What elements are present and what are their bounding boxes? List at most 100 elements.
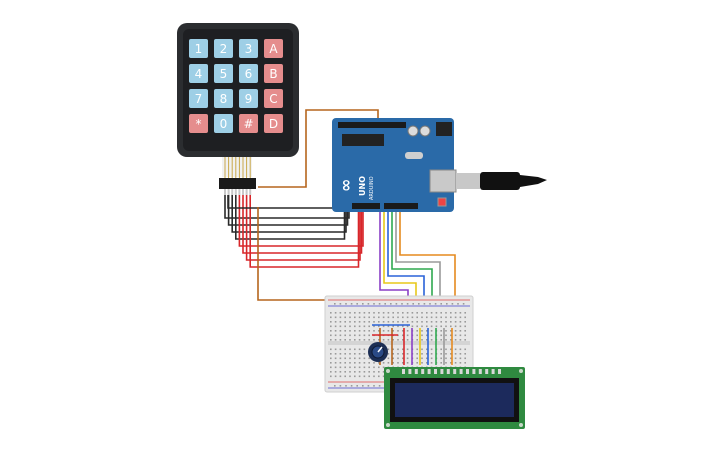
breadboard-hole	[354, 366, 356, 369]
breadboard-hole	[363, 353, 366, 355]
breadboard-hole	[454, 348, 457, 351]
wire-keypad-ground[interactable]	[227, 195, 338, 209]
wire-keypad-2[interactable]	[227, 195, 349, 226]
breadboard-hole	[459, 334, 462, 337]
breadboard-hole	[358, 371, 361, 373]
wire-brown-breadboard[interactable]	[257, 207, 330, 301]
breadboard-hole	[363, 330, 366, 332]
breadboard-hole	[354, 371, 356, 373]
connector-pin	[238, 189, 241, 195]
usb-cable[interactable]	[456, 172, 547, 190]
breadboard-hole	[454, 334, 457, 337]
breadboard-hole	[411, 325, 414, 328]
breadboard-hole	[344, 316, 346, 319]
breadboard-hole	[402, 330, 404, 332]
breadboard-hole	[334, 375, 337, 378]
breadboard-hole	[411, 312, 414, 314]
breadboard-hole	[430, 312, 433, 314]
wire-keypad-3[interactable]	[231, 195, 347, 233]
keypad-key[interactable]: 6	[239, 64, 258, 83]
wire-keypad-4[interactable]	[235, 195, 346, 240]
breadboard-hole	[382, 316, 385, 319]
keypad-key[interactable]: 4	[189, 64, 208, 83]
mount-hole	[519, 423, 523, 427]
usb-port-icon	[429, 169, 457, 193]
arduino-board	[332, 118, 454, 212]
breadboard-hole	[426, 325, 428, 328]
keypad-key-label: 2	[220, 42, 228, 56]
keypad-key-label: A	[269, 42, 278, 56]
keypad-key[interactable]: 2	[214, 39, 233, 58]
breadboard-hole	[339, 348, 342, 351]
breadboard-hole	[358, 348, 361, 351]
keypad-key[interactable]: 1	[189, 39, 208, 58]
potentiometer-indicator	[377, 346, 383, 353]
keypad-key[interactable]: 3	[239, 39, 258, 58]
wire-signal-4[interactable]	[391, 209, 433, 320]
keypad-key[interactable]: 8	[214, 89, 233, 108]
potentiometer[interactable]	[368, 342, 388, 362]
wire-brown-top[interactable]	[258, 109, 379, 188]
wire-keypad-5[interactable]	[238, 195, 364, 247]
breadboard-hole	[435, 321, 438, 323]
arduino-power-header	[352, 203, 380, 209]
breadboard-hole	[416, 362, 418, 364]
breadboard-hole	[339, 339, 342, 341]
breadboard-hole	[392, 339, 394, 341]
breadboard-hole	[368, 334, 370, 337]
wire-keypad-6[interactable]	[242, 195, 363, 254]
breadboard-hole	[344, 334, 346, 337]
rail-hole	[451, 303, 454, 305]
breadboard-hole	[330, 362, 332, 364]
wire-keypad-7[interactable]	[245, 195, 361, 261]
breadboard-hole	[363, 321, 366, 323]
keypad-key-face	[264, 114, 283, 133]
breadboard-hole	[416, 353, 418, 355]
breadboard-hole	[430, 321, 433, 323]
keypad-key[interactable]: C	[264, 89, 283, 108]
breadboard-hole	[330, 366, 332, 369]
lcd-pin	[485, 369, 489, 374]
usb-cable-tail	[520, 175, 547, 187]
keypad-key[interactable]: *	[189, 114, 208, 133]
lcd-pin	[427, 369, 431, 374]
breadboard-hole	[454, 312, 457, 314]
breadboard-hole	[459, 312, 462, 314]
keypad-key[interactable]: D	[264, 114, 283, 133]
breadboard-hole	[358, 357, 361, 360]
wire-signal-5[interactable]	[395, 209, 441, 320]
breadboard-hole	[397, 312, 399, 314]
keypad-key[interactable]: 9	[239, 89, 258, 108]
lcd-pin	[414, 369, 418, 374]
breadboard-hole	[416, 325, 418, 328]
keypad-key-label: 3	[245, 42, 253, 56]
breadboard-hole	[368, 339, 370, 341]
breadboard-hole	[421, 312, 423, 314]
breadboard-hole	[450, 312, 452, 314]
keypad-key-face	[214, 39, 233, 58]
rail-hole	[406, 303, 409, 305]
keypad-key[interactable]: #	[239, 114, 258, 133]
keypad-key[interactable]: 0	[214, 114, 233, 133]
breadboard-hole	[349, 375, 351, 378]
connector-pin	[231, 189, 234, 195]
keypad-key[interactable]: A	[264, 39, 283, 58]
wire-keypad-1[interactable]	[224, 195, 350, 219]
breadboard-hole	[402, 357, 404, 360]
keypad-key[interactable]: B	[264, 64, 283, 83]
keypad-key[interactable]: 5	[214, 64, 233, 83]
breadboard-hole	[387, 325, 390, 328]
keypad-key-face	[264, 64, 283, 83]
keypad-key-face	[214, 89, 233, 108]
breadboard-hole	[450, 348, 452, 351]
keypad-key[interactable]: 7	[189, 89, 208, 108]
breadboard-hole	[354, 348, 356, 351]
reset-button[interactable]	[437, 197, 447, 207]
wire-signal-6[interactable]	[399, 209, 456, 320]
keypad-key-label: 6	[245, 67, 253, 81]
breadboard-hole	[354, 357, 356, 360]
wire-keypad-8[interactable]	[249, 195, 360, 268]
breadboard-hole	[397, 330, 399, 332]
keypad-key-label: 5	[220, 67, 228, 81]
breadboard-hole	[368, 366, 370, 369]
